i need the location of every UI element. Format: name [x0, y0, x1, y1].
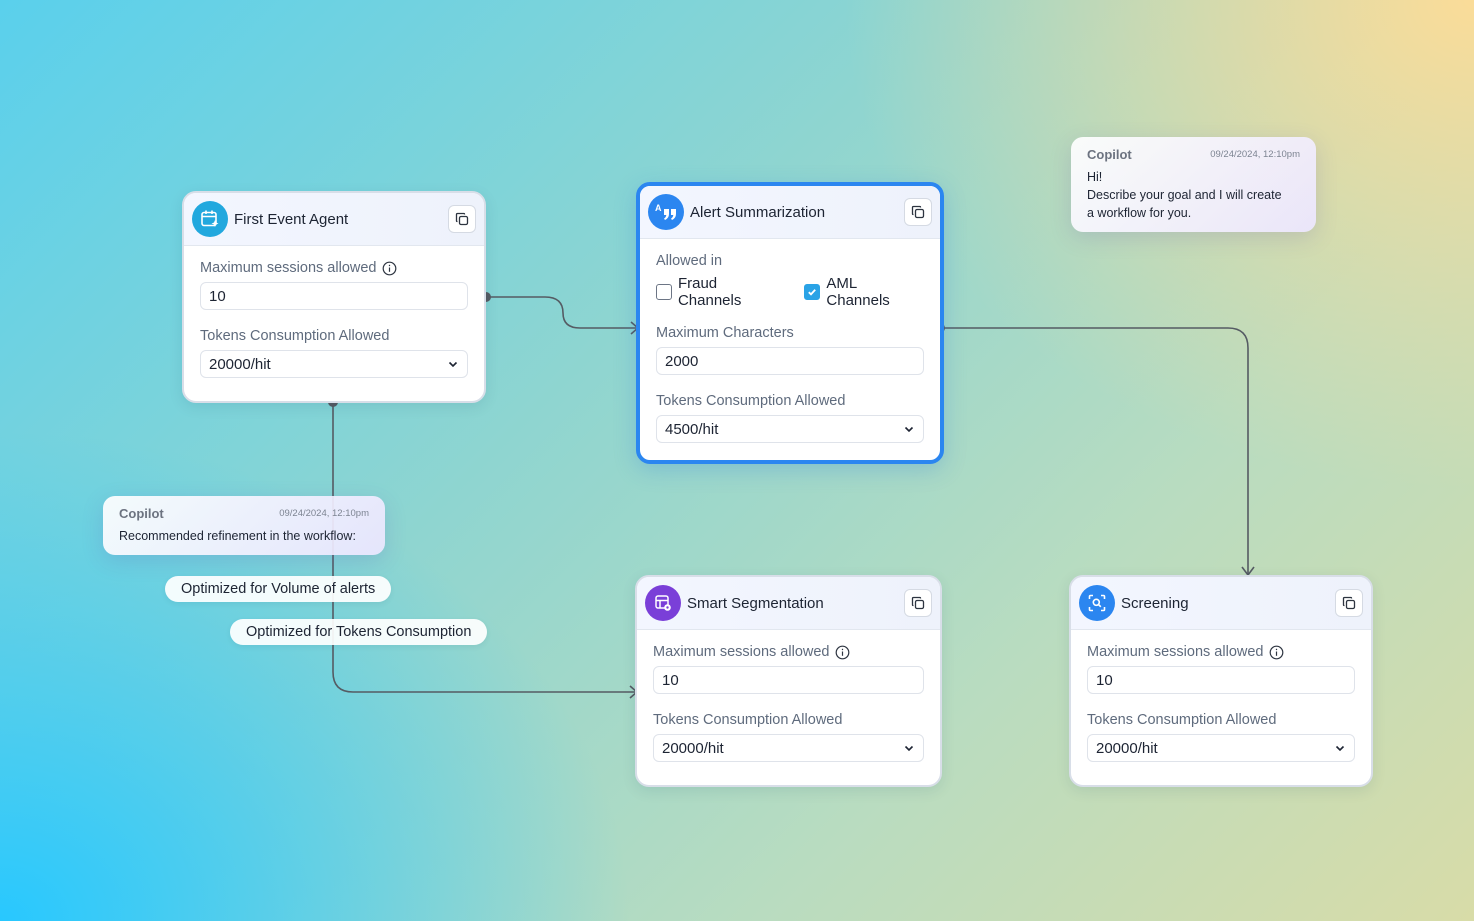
max-characters-label: Maximum Characters: [656, 325, 794, 341]
tokens-select[interactable]: 4500/hit: [656, 415, 924, 443]
tokens-select[interactable]: 20000/hit: [200, 350, 468, 378]
tokens-select[interactable]: 20000/hit: [1087, 734, 1355, 762]
sessions-label: Maximum sessions allowed: [1087, 644, 1264, 660]
sessions-input[interactable]: 10: [200, 282, 468, 310]
checkbox-checked[interactable]: [804, 284, 821, 300]
sessions-input[interactable]: 10: [653, 666, 924, 694]
info-icon[interactable]: [1269, 645, 1284, 660]
chevron-down-icon: [448, 361, 458, 368]
node-alert-summarization[interactable]: A Alert Summarization Allowed in Fraud C…: [636, 182, 944, 464]
chevron-down-icon: [904, 426, 914, 433]
copy-button[interactable]: [904, 198, 932, 226]
channel-checkboxes: Fraud Channels AML Channels: [656, 275, 924, 309]
allowed-in-label: Allowed in: [656, 253, 723, 269]
wire-first-to-alert: [486, 296, 637, 329]
copy-icon: [911, 205, 925, 219]
wire-alert-to-screening: [940, 327, 1249, 574]
tokens-label: Tokens Consumption Allowed: [656, 393, 846, 409]
copy-icon: [455, 212, 469, 226]
chevron-down-icon: [1335, 745, 1345, 752]
node-smart-segmentation[interactable]: Smart Segmentation Maximum sessions allo…: [635, 575, 942, 787]
tokens-select[interactable]: 20000/hit: [653, 734, 924, 762]
copilot-timestamp: 09/24/2024, 12:10pm: [279, 508, 369, 519]
suggestion-volume-of-alerts[interactable]: Optimized for Volume of alerts: [165, 576, 392, 602]
copilot-text: Recommended refinement in the workflow:: [119, 529, 356, 543]
copilot-name: Copilot: [1087, 147, 1132, 162]
copy-button[interactable]: [448, 205, 476, 233]
copy-button[interactable]: [1335, 589, 1363, 617]
copy-icon: [911, 596, 925, 610]
svg-text:A: A: [655, 203, 662, 213]
node-title: Smart Segmentation: [687, 594, 824, 612]
checkbox-aml-channels[interactable]: AML Channels: [804, 275, 924, 309]
calendar-sparkle-icon: [192, 201, 228, 237]
checkbox-unchecked[interactable]: [656, 284, 672, 300]
node-title: Screening: [1121, 594, 1189, 612]
quote-text-icon: A: [648, 194, 684, 230]
node-title: Alert Summarization: [690, 203, 826, 221]
info-icon[interactable]: [382, 261, 397, 276]
copy-button[interactable]: [904, 589, 932, 617]
sessions-label: Maximum sessions allowed: [653, 644, 830, 660]
copilot-timestamp: 09/24/2024, 12:10pm: [1210, 149, 1300, 160]
node-header: Screening: [1071, 577, 1371, 630]
tokens-label: Tokens Consumption Allowed: [200, 328, 390, 344]
copy-icon: [1342, 596, 1356, 610]
tokens-label: Tokens Consumption Allowed: [1087, 712, 1277, 728]
scan-search-icon: [1079, 585, 1115, 621]
node-header: Smart Segmentation: [637, 577, 940, 630]
arrow-screening: [1241, 566, 1255, 577]
copilot-message-refinement: Copilot 09/24/2024, 12:10pm Recommended …: [103, 496, 385, 555]
suggestion-tokens-consumption[interactable]: Optimized for Tokens Consumption: [230, 619, 488, 645]
copilot-message-greeting: Copilot 09/24/2024, 12:10pm Hi! Describe…: [1071, 137, 1316, 232]
node-screening[interactable]: Screening Maximum sessions allowed 10 To…: [1069, 575, 1373, 787]
sessions-label: Maximum sessions allowed: [200, 260, 377, 276]
node-title: First Event Agent: [234, 210, 349, 228]
copilot-text: Hi! Describe your goal and I will create…: [1087, 170, 1282, 220]
node-header: First Event Agent: [184, 193, 484, 246]
max-characters-input[interactable]: 2000: [656, 347, 924, 375]
checkmark-icon: [808, 289, 817, 296]
info-icon[interactable]: [835, 645, 850, 660]
node-first-event-agent[interactable]: First Event Agent Maximum sessions allow…: [182, 191, 486, 403]
chevron-down-icon: [904, 745, 914, 752]
sessions-input[interactable]: 10: [1087, 666, 1355, 694]
checkbox-fraud-channels[interactable]: Fraud Channels: [656, 275, 784, 309]
segment-grid-icon: [645, 585, 681, 621]
copilot-name: Copilot: [119, 506, 164, 521]
tokens-label: Tokens Consumption Allowed: [653, 712, 843, 728]
node-header: A Alert Summarization: [640, 186, 940, 239]
